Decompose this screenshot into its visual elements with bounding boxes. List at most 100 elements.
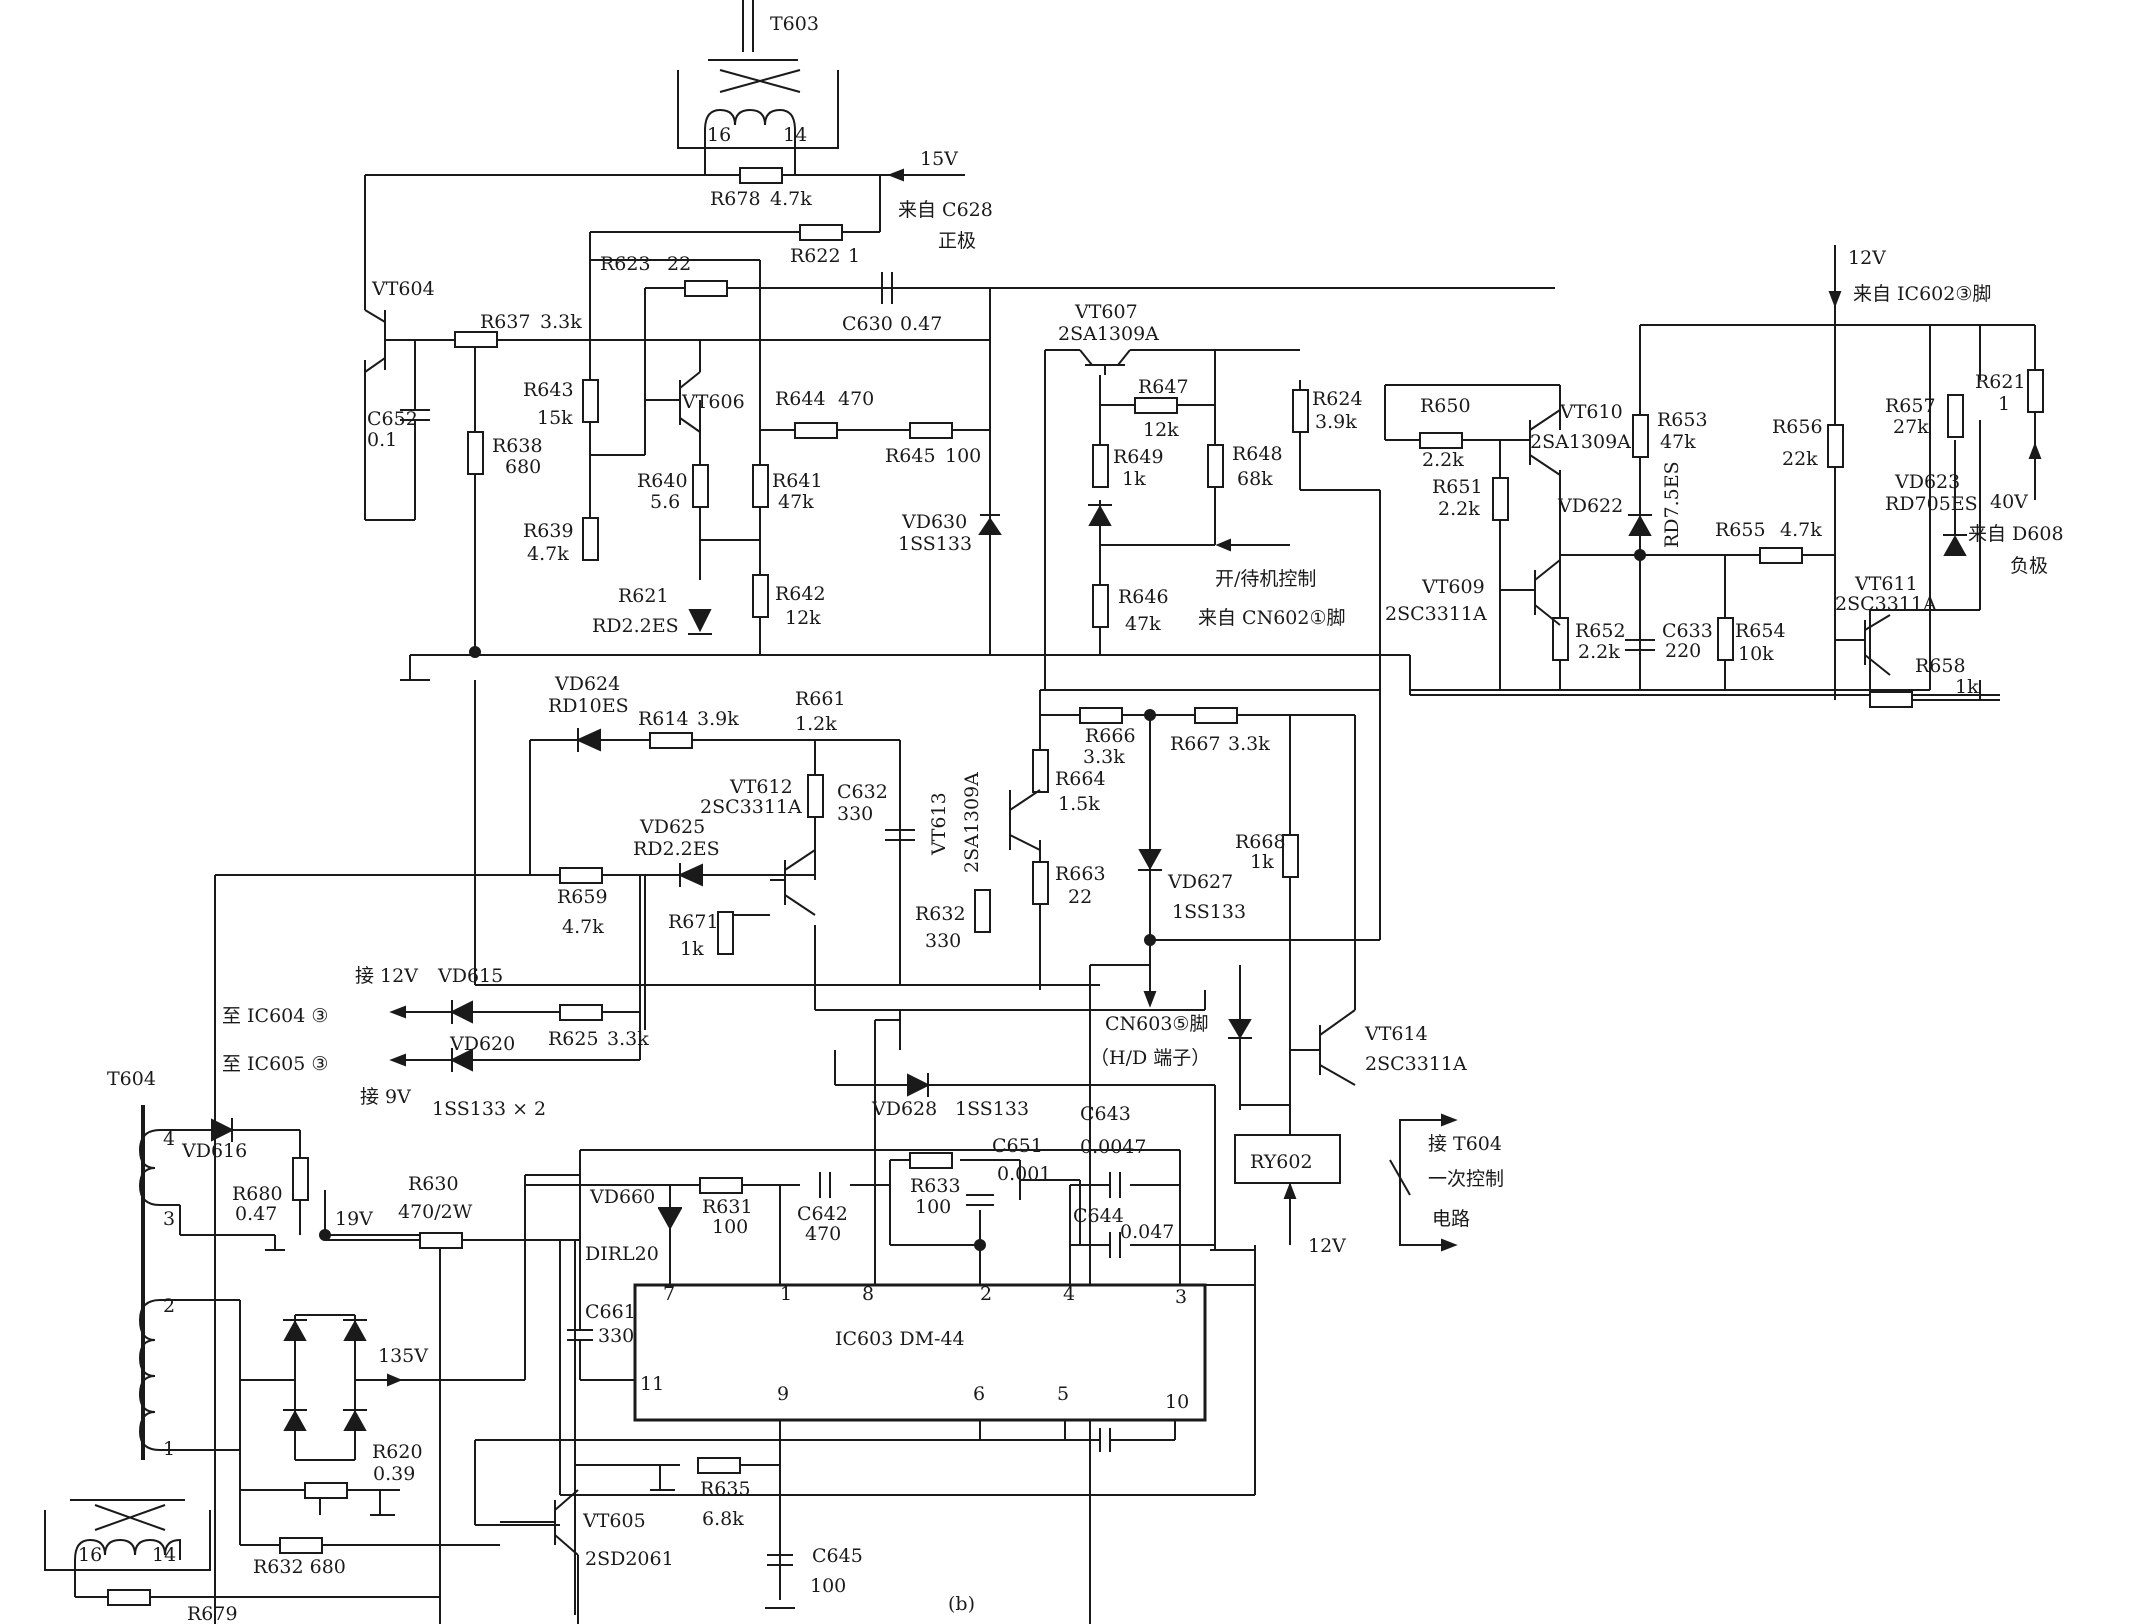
r632-330 [974,889,991,933]
r655-ref: R655 [1715,519,1766,541]
bridge-rectifier [283,1319,367,1431]
r641-val: 47k [778,491,814,513]
r647 [1134,397,1178,414]
c632 [885,829,915,841]
vd623-type: RD705ES [1885,493,1978,515]
r664-val: 1.5k [1058,793,1100,815]
ic603-pin6: 6 [973,1383,985,1405]
t604-pin3: 3 [163,1208,175,1230]
r645-ref: R645 [885,445,936,467]
vt607 [1079,349,1131,375]
r640 [692,464,709,508]
relay-label: RY602 [1250,1151,1313,1173]
vd622-ref: VD622 [1557,495,1623,517]
r671 [717,911,734,955]
vd630-type: 1SS133 [898,533,972,555]
label-t604-ctrl-2: 一次控制 [1428,1168,1504,1190]
vd660-type: DIRL20 [585,1243,659,1265]
r622-val: 1 [848,245,860,267]
r644-ref: R644 [775,388,826,410]
c642-ref: C642 [797,1203,848,1225]
r657 [1947,394,1964,438]
ic603-pin2: 2 [980,1283,992,1305]
r647-ref: R647 [1138,376,1189,398]
t604-pin4: 4 [163,1128,175,1150]
vt605 [500,1489,579,1624]
r667-ref: R667 [1170,733,1221,755]
r666-ref: R666 [1085,725,1136,747]
r620-ref: R620 [372,1441,423,1463]
ic603-label: IC603 DM-44 [835,1328,965,1350]
c630-ref: C630 [842,313,893,335]
label-hd: （H/D 端子） [1090,1047,1210,1069]
vd628-ref: VD628 [871,1098,937,1120]
c630 [881,272,893,304]
vt606-ref: VT606 [681,391,745,413]
r621-zener-ref: R621 [618,585,669,607]
r678-ref: R678 [710,188,761,210]
vd623-ref: VD623 [1894,471,1960,493]
r633-ref: R633 [910,1175,961,1197]
vd627-ref: VD627 [1167,871,1233,893]
r642-val: 12k [785,607,821,629]
ic603-pin7: 7 [663,1283,675,1305]
vd616 [211,1118,235,1142]
label-t604-ctrl-1: 接 T604 [1428,1133,1502,1155]
vd623 [1943,440,1967,556]
r652-val: 2.2k [1578,641,1620,663]
vt609 [1500,559,1561,626]
r650-ref: R650 [1420,395,1471,417]
label-to-ic605: 至 IC605 ③ [222,1053,328,1075]
relay-switch [1389,1113,1458,1252]
c645-val: 100 [810,1575,846,1597]
label-connect-9v: 接 9V [360,1086,411,1108]
r643-val: 15k [537,407,573,429]
ic603-pin3: 3 [1175,1286,1187,1308]
wires-lower-left [160,1129,580,1624]
vt607-ref: VT607 [1074,301,1138,323]
label-40v: 40V [1990,491,2028,513]
r637 [454,331,498,348]
t604-transformer [138,1105,161,1460]
c651-val: 0.001 [997,1163,1051,1185]
r637-ref: R637 [480,311,531,333]
c633-ref: C633 [1662,620,1713,642]
r624-ref: R624 [1312,388,1363,410]
r644-val: 470 [838,388,874,410]
r663-val: 22 [1068,886,1092,908]
t603-pin14: 14 [783,124,807,146]
label-12v-relay: 12V [1308,1235,1346,1257]
c661-ref: C661 [585,1301,636,1323]
r680 [292,1157,309,1201]
r635 [697,1457,741,1474]
c651 [966,1194,994,1206]
r655 [1759,547,1803,564]
vt609-ref: VT609 [1421,576,1485,598]
r659-ref: R659 [557,886,608,908]
c643-ref: C643 [1080,1103,1131,1125]
label-from-d608: 来自 D608 [1968,523,2064,545]
r640-val: 5.6 [650,491,680,513]
vd660-ref: VD660 [589,1186,655,1208]
r649 [1092,444,1109,488]
r661-ref: R661 [795,688,846,710]
r666 [1079,707,1123,724]
r638-val: 680 [505,456,541,478]
r679-ref: R679 [187,1603,238,1624]
r623 [684,280,728,297]
ic603-pin1: 1 [780,1283,792,1305]
ic603-pin8: 8 [862,1283,874,1305]
r631-val: 100 [712,1216,748,1238]
r645-val: 100 [945,445,981,467]
diode-vt607 [1088,504,1112,526]
r641-ref: R641 [772,470,823,492]
vt610 [1529,409,1561,476]
vd624-type: RD10ES [548,695,629,717]
vt614 [1289,940,1356,1105]
r661-val: 1.2k [795,713,837,735]
r656-ref: R656 [1772,416,1823,438]
r658-ref: R658 [1915,655,1966,677]
r621-right [2027,369,2044,413]
vt611 [1835,614,1891,676]
r625-val: 3.3k [607,1028,649,1050]
